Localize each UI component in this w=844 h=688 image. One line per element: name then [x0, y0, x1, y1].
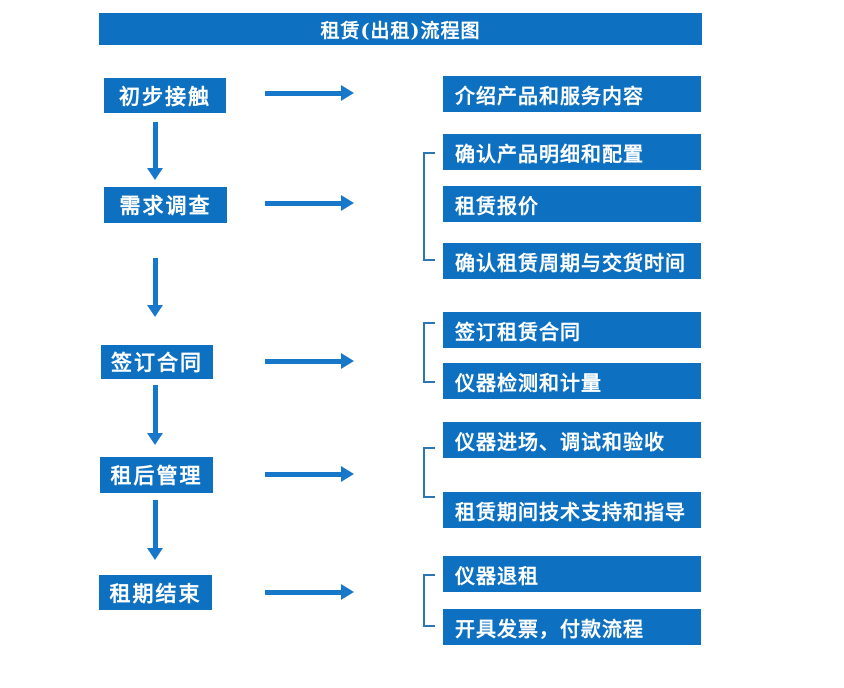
right-arrow-icon [265, 584, 354, 600]
group-bracket-rental-end [423, 574, 435, 627]
stage-box-sign-contract: 签订合同 [101, 345, 213, 379]
detail-box-confirm-product-config: 确认产品明细和配置 [443, 134, 701, 170]
right-arrow-icon [265, 466, 354, 482]
down-arrow-icon [147, 500, 163, 560]
stage-box-demand-survey: 需求调查 [104, 187, 227, 223]
right-arrow-icon [265, 195, 354, 211]
group-bracket-demand-survey [423, 152, 435, 261]
stage-box-initial-contact: 初步接触 [104, 78, 226, 113]
down-arrow-icon [147, 258, 163, 317]
stage-box-post-rental-management: 租后管理 [100, 457, 213, 493]
detail-box-instrument-setup-acceptance: 仪器进场、调试和验收 [443, 422, 701, 458]
right-arrow-icon [265, 85, 354, 101]
detail-box-sign-rental-contract: 签订租赁合同 [443, 312, 701, 348]
down-arrow-icon [147, 385, 163, 445]
detail-box-technical-support: 租赁期间技术支持和指导 [443, 492, 701, 528]
down-arrow-icon [147, 122, 163, 180]
detail-box-instrument-inspection: 仪器检测和计量 [443, 363, 701, 399]
group-bracket-post-rental-management [423, 447, 435, 498]
detail-box-confirm-period-delivery: 确认租赁周期与交货时间 [443, 243, 701, 279]
detail-box-introduce-products: 介绍产品和服务内容 [443, 76, 701, 112]
detail-box-instrument-return: 仪器退租 [443, 556, 701, 592]
flowchart-title: 租赁(出租)流程图 [99, 13, 702, 45]
detail-box-rental-quote: 租赁报价 [443, 186, 701, 222]
right-arrow-icon [265, 353, 354, 369]
group-bracket-sign-contract [423, 322, 435, 383]
detail-box-invoice-payment: 开具发票，付款流程 [443, 609, 701, 645]
stage-box-rental-end: 租期结束 [99, 575, 212, 610]
